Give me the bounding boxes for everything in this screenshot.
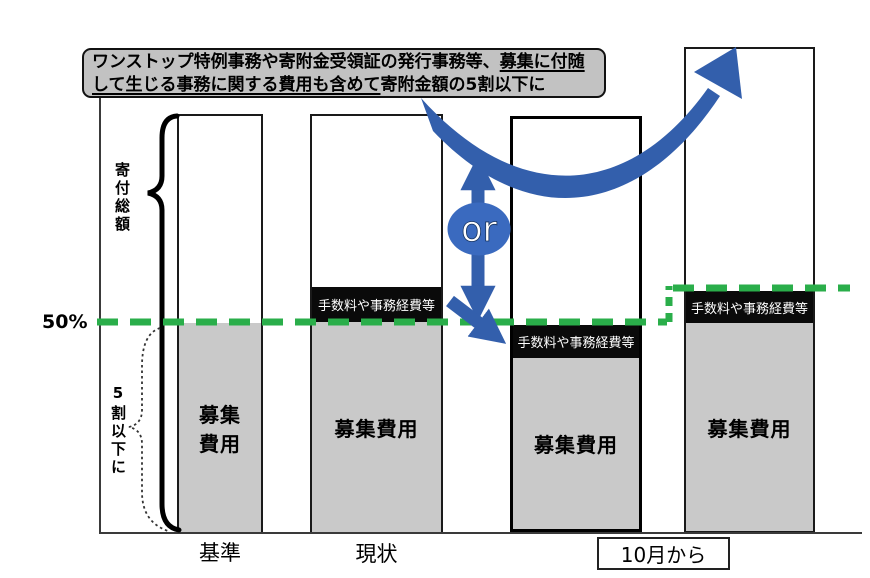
cost-label-line1: 募集 (199, 402, 241, 427)
x-label-current: 現状 (355, 542, 398, 566)
x-label-october-box: 10月から (597, 537, 730, 570)
bar-baseline-cost-segment: 募集 費用 (179, 323, 261, 532)
or-badge-circle (447, 202, 511, 256)
bar-october-fee-band: 手数料や事務経費等 (686, 291, 813, 323)
cost-label-line2: 費用 (199, 431, 241, 456)
or-badge-label: or (461, 210, 497, 250)
bar-option-fee-band: 手数料や事務経費等 (513, 325, 639, 358)
title-callout: ワンストップ特例事務や寄附金受領証の発行事務等、募集に付随 して生じる事務に関す… (82, 48, 606, 98)
x-label-baseline: 基準 (199, 541, 241, 565)
bar-option-cost-segment: 募集費用 (513, 358, 639, 529)
donation-total-brace (147, 113, 182, 533)
title-line-1: ワンストップ特例事務や寄附金受領証の発行事務等、募集に付随 (92, 52, 585, 72)
bar-option: 手数料や事務経費等 募集費用 (510, 116, 642, 532)
half-or-less-label: 5割以下に (109, 384, 127, 477)
fifty-percent-label: 50% (42, 311, 88, 333)
bar-october: 手数料や事務経費等 募集費用 (684, 47, 815, 533)
down-right-arrow (446, 295, 507, 344)
bar-current: 手数料や事務経費等 募集費用 (310, 114, 443, 534)
donation-total-label: 寄付総額 (113, 162, 131, 234)
bar-current-cost-segment: 募集費用 (312, 322, 441, 532)
half-or-less-brace (128, 327, 169, 532)
bar-october-cost-segment: 募集費用 (686, 323, 813, 531)
bar-baseline: 募集 費用 (177, 114, 263, 534)
bar-current-fee-band: 手数料や事務経費等 (312, 287, 441, 322)
title-line-2: して生じる事務に関する費用も含めて寄附金額の5割以下に (92, 75, 546, 95)
